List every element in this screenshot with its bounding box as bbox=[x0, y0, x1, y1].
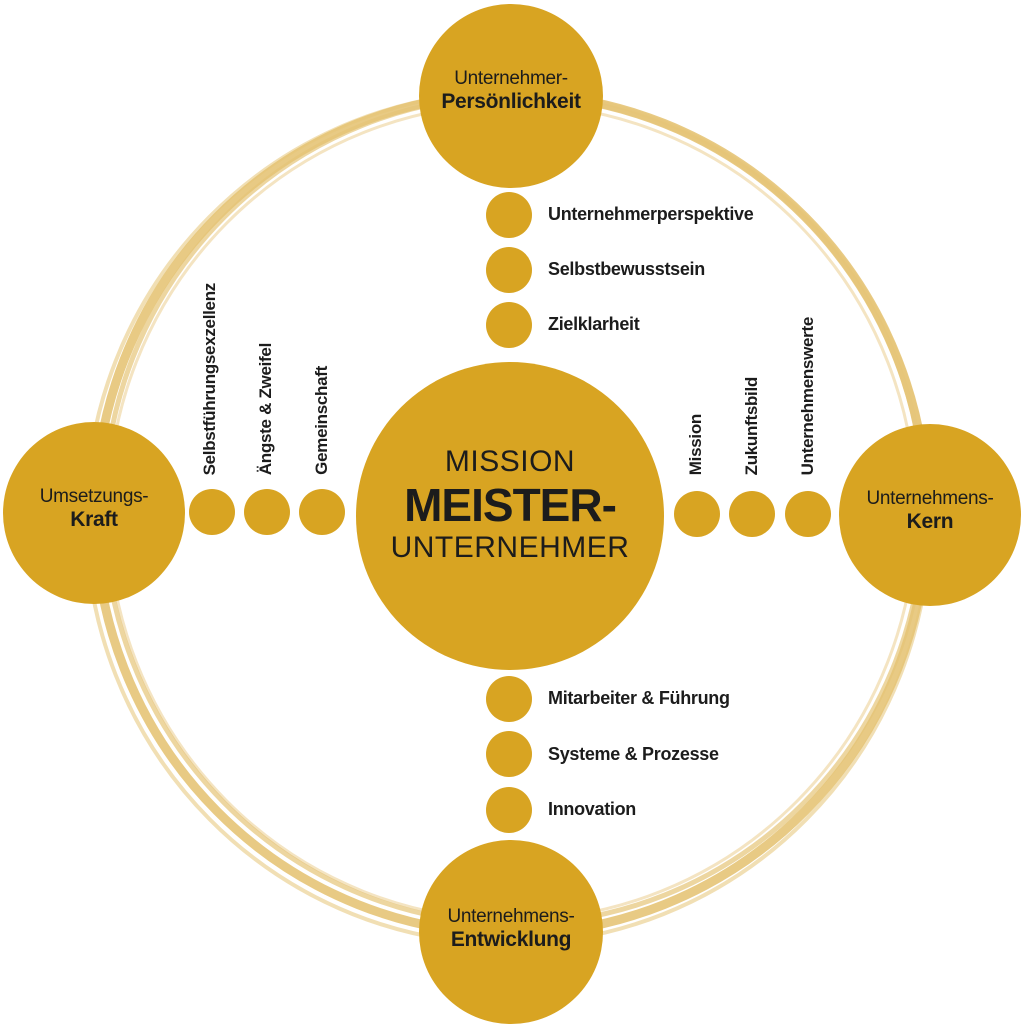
branch-bottom-dot-2 bbox=[486, 731, 532, 777]
branch-right-dot-2 bbox=[729, 491, 775, 537]
branch-top-label-3: Zielklarheit bbox=[548, 314, 640, 334]
branch-bottom-dot-1 bbox=[486, 676, 532, 722]
branch-top-dot-3 bbox=[486, 302, 532, 348]
branch-top-label-2: Selbstbewusstsein bbox=[548, 259, 705, 279]
node-left-line-2: Kraft bbox=[70, 508, 118, 531]
center-line-1: MISSION bbox=[444, 445, 576, 478]
branch-left-dot-2 bbox=[244, 489, 290, 535]
node-top-line-1: Unternehmer- bbox=[454, 68, 568, 89]
branch-bottom-label-1: Mitarbeiter & Führung bbox=[548, 688, 730, 708]
node-bottom: Unternehmens- Entwicklung bbox=[419, 840, 603, 1024]
node-bottom-line-1: Unternehmens- bbox=[447, 906, 575, 927]
node-right-line-1: Unternehmens- bbox=[866, 488, 994, 509]
branch-right-dot-1 bbox=[674, 491, 720, 537]
branch-top-dot-1 bbox=[486, 192, 532, 238]
branch-left-label-1: Selbstführungsexzellenz bbox=[200, 282, 219, 475]
node-left: Umsetzungs- Kraft bbox=[3, 422, 185, 604]
node-top: Unternehmer- Persönlichkeit bbox=[419, 4, 603, 188]
branch-bottom-dot-3 bbox=[486, 787, 532, 833]
node-bottom-line-2: Entwicklung bbox=[450, 928, 572, 951]
node-left-line-1: Umsetzungs- bbox=[39, 486, 149, 507]
center-title: MISSION MEISTER- UNTERNEHMER bbox=[356, 444, 664, 566]
branch-top-label-1: Unternehmerperspektive bbox=[548, 204, 754, 224]
branch-left-dot-3 bbox=[299, 489, 345, 535]
branch-bottom-label-2: Systeme & Prozesse bbox=[548, 744, 719, 764]
branch-right-label-3: Unternehmenswerte bbox=[798, 316, 817, 475]
branch-right-label-1: Mission bbox=[686, 413, 705, 475]
center-line-3: UNTERNEHMER bbox=[390, 531, 630, 564]
center-circle bbox=[356, 362, 664, 670]
branch-bottom-label-3: Innovation bbox=[548, 799, 636, 819]
node-right-line-2: Kern bbox=[906, 510, 954, 533]
branch-left-label-3: Gemeinschaft bbox=[312, 366, 331, 475]
branch-left-label-2: Ängste & Zweifel bbox=[256, 342, 275, 475]
center-line-2: MEISTER- bbox=[404, 479, 617, 531]
branch-left-dot-1 bbox=[189, 489, 235, 535]
node-right: Unternehmens- Kern bbox=[839, 424, 1021, 606]
branch-right-dot-3 bbox=[785, 491, 831, 537]
branch-top-dot-2 bbox=[486, 247, 532, 293]
node-top-line-2: Persönlichkeit bbox=[441, 90, 581, 113]
branch-right-label-2: Zukunftsbild bbox=[742, 376, 761, 475]
